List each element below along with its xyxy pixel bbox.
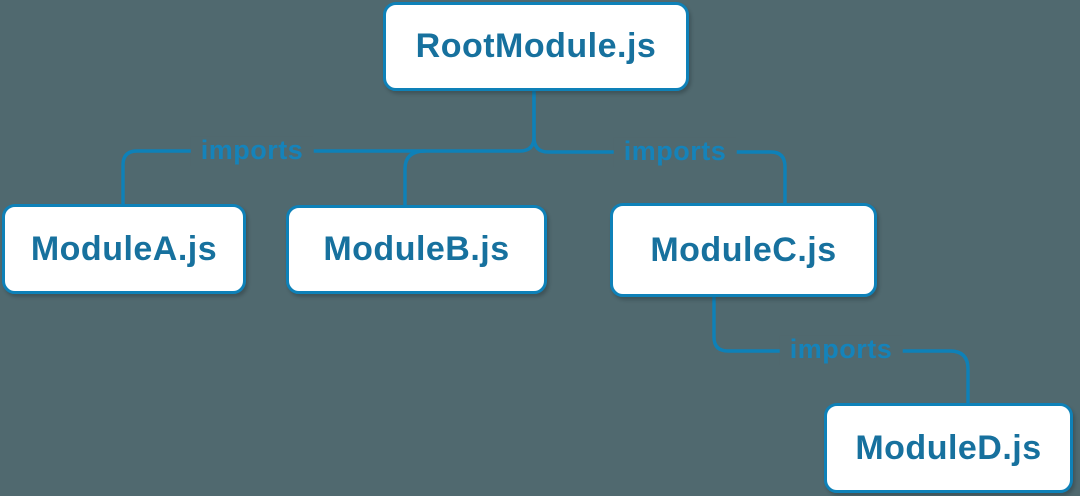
node-moduled-js: ModuleD.js <box>824 403 1073 493</box>
node-label: ModuleB.js <box>323 230 510 268</box>
node-label: ModuleC.js <box>650 230 837 269</box>
node-modulec-js: ModuleC.js <box>610 203 877 297</box>
node-modulea-js: ModuleA.js <box>2 204 246 294</box>
node-label: ModuleA.js <box>30 229 218 268</box>
edge-branch-to-moduleB <box>403 149 427 207</box>
node-label: ModuleD.js <box>855 428 1042 467</box>
node-rootmodule-js: RootModule.js <box>383 2 689 91</box>
edge-label-imports-moduleC-moduleD: imports <box>779 334 903 365</box>
edge-root-to-moduleA <box>121 89 536 206</box>
edge-label-imports-root-moduleC: imports <box>613 136 737 167</box>
node-moduleb-js: ModuleB.js <box>286 205 547 294</box>
node-label: RootModule.js <box>415 27 657 65</box>
edge-label-imports-root-moduleA: imports <box>190 135 314 166</box>
